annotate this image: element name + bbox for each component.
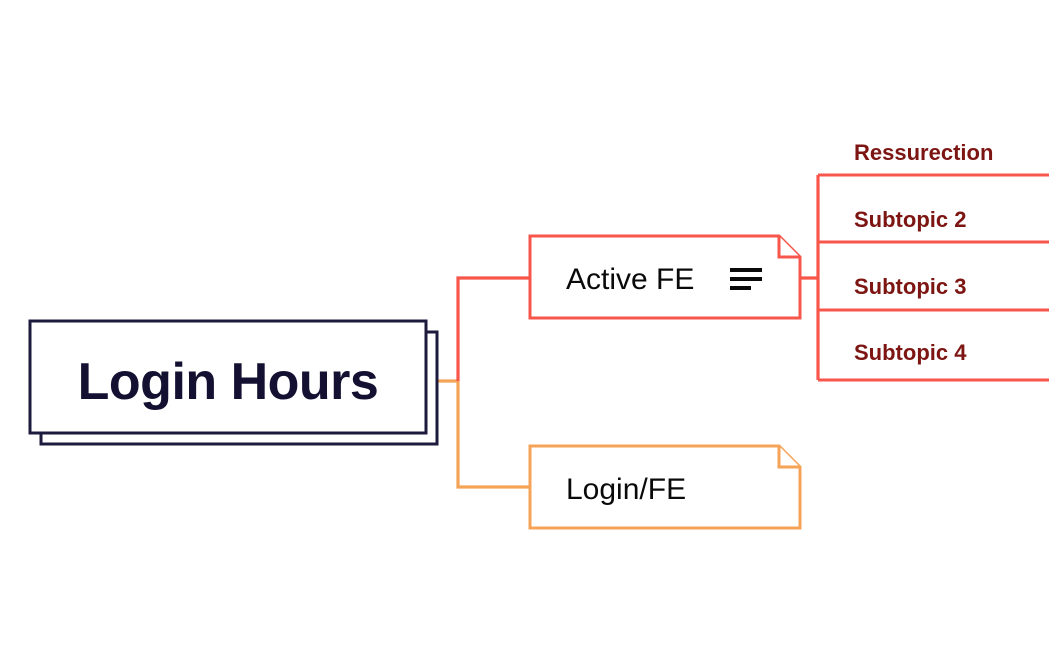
root-node[interactable]: Login Hours [28, 319, 439, 446]
root-node-front-layer [28, 319, 428, 435]
subtopic-label-1[interactable]: Ressurection [854, 140, 993, 165]
connector-root-to-login-fe[interactable] [456, 381, 530, 489]
subtopic-label-4[interactable]: Subtopic 4 [854, 340, 967, 365]
node-login-fe-fold-icon [777, 446, 800, 469]
node-login-fe-label: Login/FE [566, 473, 686, 506]
subtopic-list: Ressurection Subtopic 2 Subtopic 3 Subto… [854, 140, 993, 365]
node-login-fe-body [528, 444, 802, 530]
subtopic-label-2[interactable]: Subtopic 2 [854, 207, 966, 232]
node-login-fe[interactable]: Login/FE [528, 444, 802, 530]
note-lines-icon-line-1 [730, 268, 762, 272]
note-lines-icon[interactable] [730, 268, 762, 290]
root-node-label: Login Hours [78, 353, 379, 411]
node-active-fe-label: Active FE [566, 263, 694, 296]
subtopic-label-3[interactable]: Subtopic 3 [854, 274, 966, 299]
note-lines-icon-line-3 [730, 286, 751, 290]
node-active-fe[interactable]: Active FE [528, 234, 802, 320]
node-active-fe-body [528, 234, 802, 320]
note-lines-icon-line-2 [730, 277, 762, 281]
node-active-fe-fold-icon [777, 236, 800, 259]
connector-root-to-active-fe[interactable] [456, 276, 530, 381]
connectors [437, 173, 1049, 489]
